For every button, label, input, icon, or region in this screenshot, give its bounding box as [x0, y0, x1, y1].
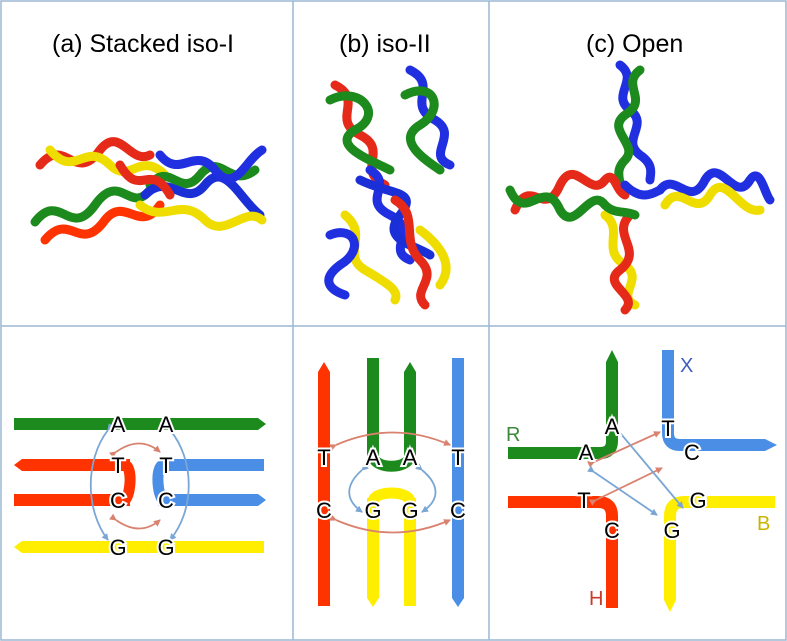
- strand-yellow-a: [14, 541, 264, 553]
- base-a-bottom-right: G: [157, 535, 174, 560]
- base-b-g1: G: [364, 498, 381, 523]
- interaction-arrows-b: [329, 431, 451, 534]
- helix-rendering-c: [505, 60, 775, 315]
- interaction-arrows-a: [89, 423, 190, 541]
- base-b-a1: A: [366, 445, 381, 470]
- base-c-g-right: G: [689, 488, 706, 513]
- strand-label-r: R: [506, 424, 520, 446]
- strand-red-lower-a: [14, 494, 130, 506]
- base-b-g2: G: [401, 498, 418, 523]
- strand-label-b: B: [757, 513, 770, 535]
- strand-green-right-b: [404, 362, 416, 458]
- base-c-a-lower: A: [579, 440, 594, 465]
- helix-rendering-b: [324, 65, 455, 310]
- strand-label-x: X: [680, 355, 693, 377]
- strand-blue-b: [452, 358, 464, 607]
- base-labels-b: T A A T C G G C: [314, 443, 468, 525]
- strand-labels-c: X R B H: [506, 355, 770, 610]
- schematic-b: T A A T C G G C: [314, 358, 468, 607]
- base-b-a2: A: [403, 445, 418, 470]
- strand-green-left-b: [367, 358, 379, 458]
- strand-green-a: [14, 418, 266, 430]
- panel-title-a: (a) Stacked iso-I: [52, 30, 235, 58]
- bend-yellow-b: [367, 487, 416, 505]
- base-b-c1: C: [316, 498, 332, 523]
- strand-label-h: H: [589, 588, 603, 610]
- base-c-t-lower: T: [577, 488, 590, 513]
- base-a-top-left: A: [111, 412, 126, 437]
- helix-rendering-a: [30, 137, 267, 245]
- base-a-bottom-left: G: [109, 535, 126, 560]
- base-c-t-upper: T: [661, 416, 674, 441]
- base-b-t2: T: [451, 445, 464, 470]
- panel-title-c: (c) Open: [586, 30, 684, 58]
- bend-blue-a: [152, 459, 168, 506]
- bend-green-b: [367, 453, 416, 472]
- strand-red-b: [318, 362, 330, 606]
- strand-blue-lower-a: [158, 494, 266, 506]
- base-a-upper-left: T: [111, 453, 124, 478]
- base-a-top-right: A: [159, 412, 174, 437]
- base-a-lower-left: C: [110, 488, 126, 513]
- panel-title-b: (b) iso-II: [339, 30, 431, 58]
- base-b-t1: T: [317, 445, 330, 470]
- schematic-a: A A T T C C G G: [14, 410, 266, 562]
- base-b-c2: C: [450, 498, 466, 523]
- strand-green-c: [508, 362, 618, 459]
- base-c-g-lower: G: [663, 518, 680, 543]
- interaction-arrows-c: [587, 421, 684, 516]
- strand-blue-upper-a: [158, 459, 264, 471]
- bend-red-a: [120, 459, 136, 506]
- base-labels-c: A A T C T C G G: [575, 412, 708, 545]
- base-labels-a: A A T T C C G G: [107, 410, 176, 562]
- base-c-c-right: C: [684, 440, 700, 465]
- base-c-c-lower: C: [604, 518, 620, 543]
- schematic-c: A A T C T C G G X R B H: [506, 350, 777, 612]
- base-a-upper-right: T: [159, 453, 172, 478]
- base-a-lower-right: C: [158, 488, 174, 513]
- base-c-a-upper: A: [605, 414, 620, 439]
